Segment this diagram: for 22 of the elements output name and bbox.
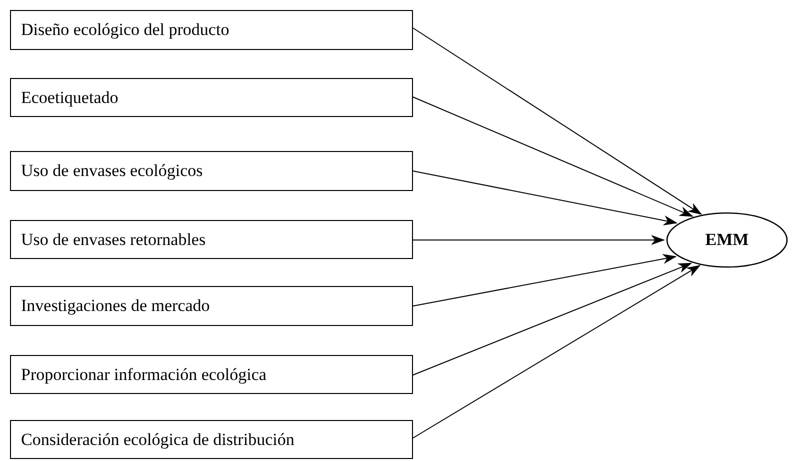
node-label: Investigaciones de mercado — [20, 296, 210, 316]
process-box — [10, 420, 413, 459]
arrow — [412, 254, 677, 306]
node-label: Diseño ecológico del producto — [20, 20, 230, 40]
process-box — [10, 151, 413, 191]
arrow — [412, 96, 694, 217]
process-box — [10, 286, 413, 326]
process-box — [10, 220, 413, 259]
node-label: Ecoetiquetado — [20, 88, 118, 108]
arrow — [412, 262, 692, 376]
node-label: Uso de envases retornables — [20, 230, 206, 250]
node-label: Consideración ecológica de distribución — [20, 430, 294, 450]
arrow — [412, 264, 701, 438]
process-box — [10, 355, 413, 394]
arrow — [412, 170, 678, 226]
process-box — [10, 10, 413, 50]
node-label: Uso de envases ecológicos — [20, 161, 203, 181]
arrow — [412, 28, 702, 215]
process-box — [10, 78, 413, 117]
node-label: EMM — [705, 230, 749, 250]
node-label: Proporcionar información ecológica — [20, 364, 266, 384]
arrow — [412, 235, 665, 245]
